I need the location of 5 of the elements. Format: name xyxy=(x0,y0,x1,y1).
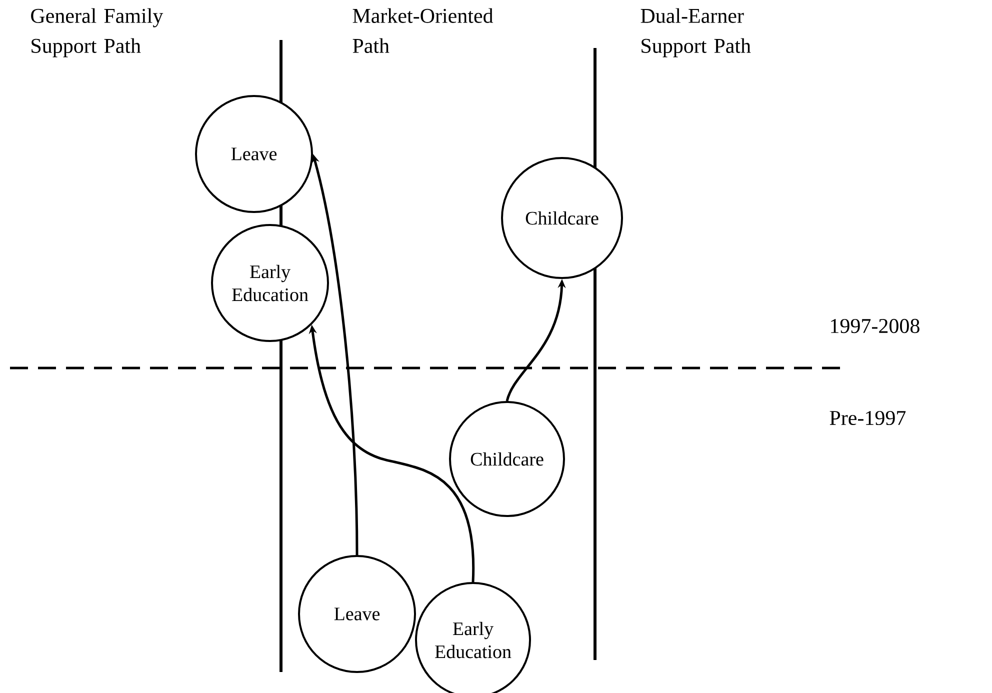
column-heading: General Family Support Path xyxy=(31,8,164,58)
column-heading: Market-Oriented Path xyxy=(352,8,494,53)
period-label: Pre-1997 xyxy=(830,410,906,426)
column-heading: Dual-Earner Support Path xyxy=(640,8,751,58)
period-label: 1997-2008 xyxy=(831,318,920,334)
